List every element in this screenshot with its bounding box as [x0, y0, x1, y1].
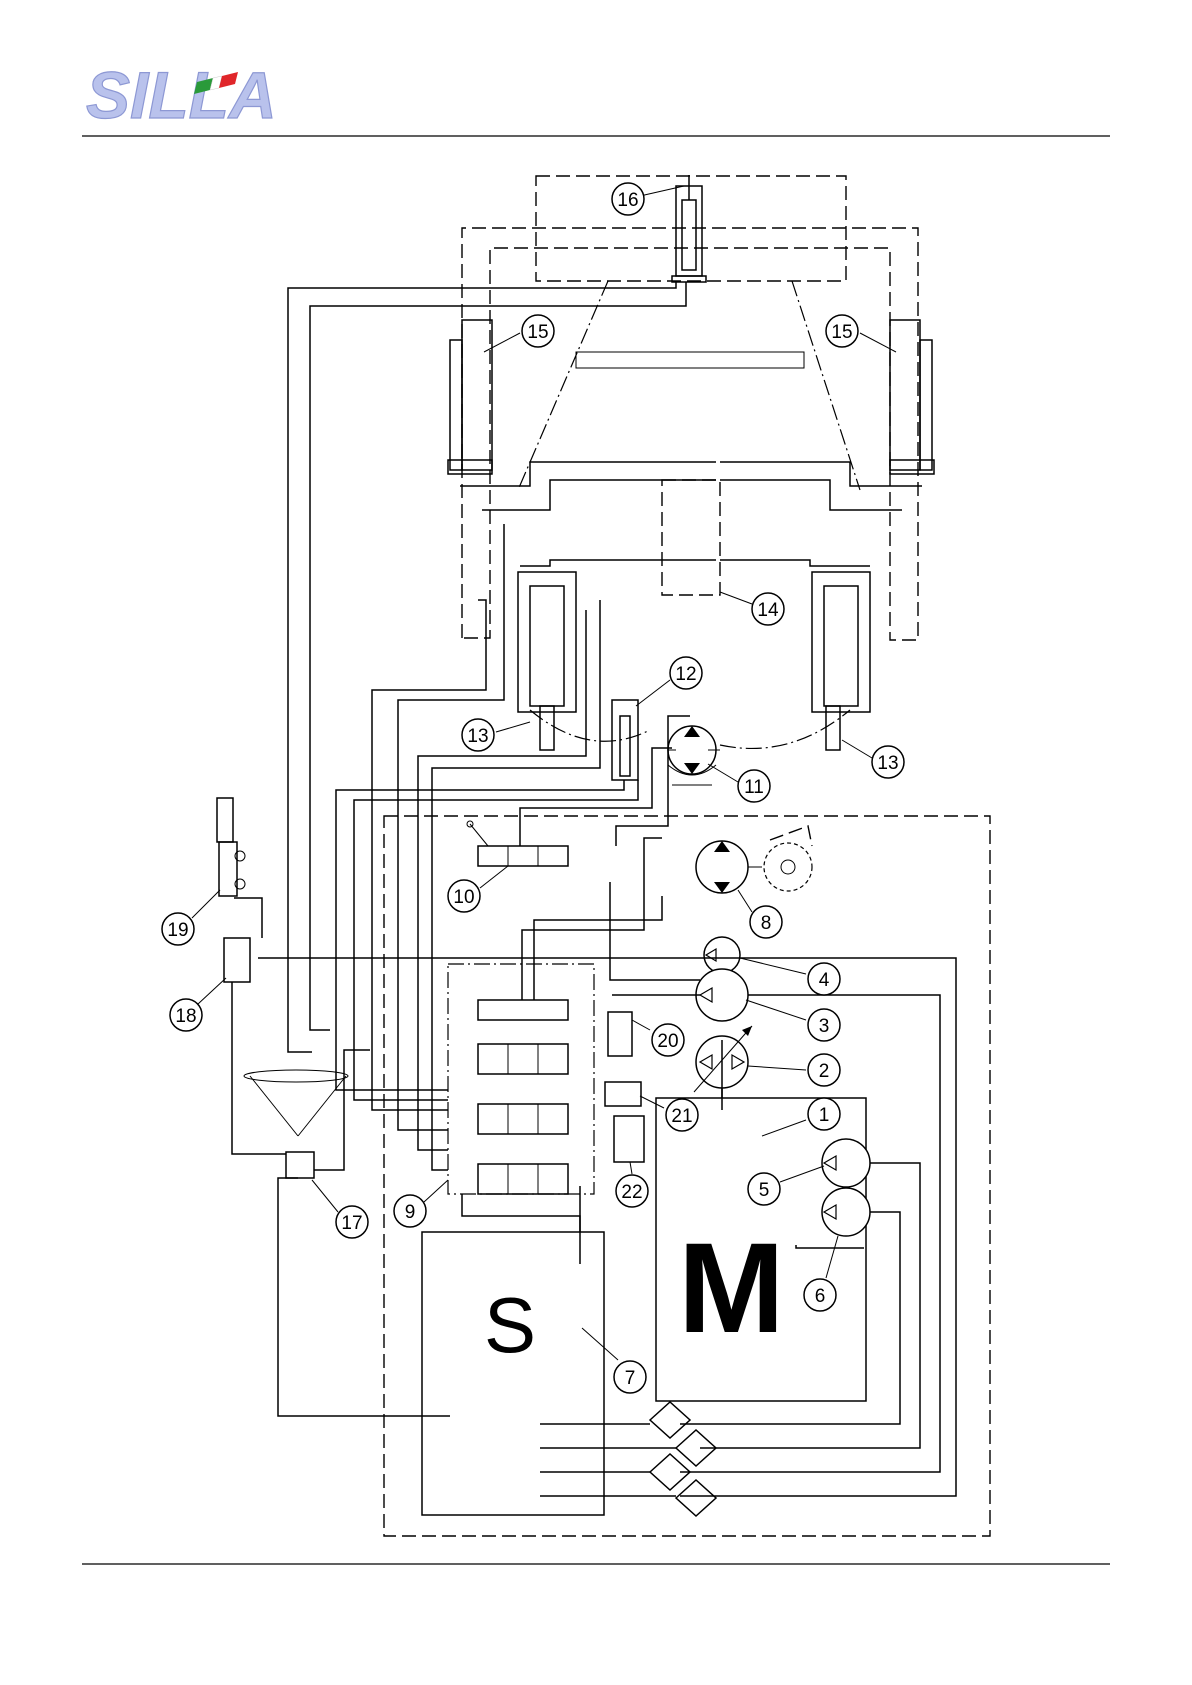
- svg-text:13: 13: [467, 726, 488, 747]
- valve-bank: [467, 821, 568, 1194]
- svg-text:21: 21: [671, 1106, 692, 1127]
- svg-text:15: 15: [831, 322, 852, 343]
- callout-3: 3: [746, 1000, 840, 1041]
- callout-9: 9: [394, 1180, 448, 1227]
- brand-logo: SILLA: [86, 58, 277, 132]
- svg-text:6: 6: [815, 1286, 826, 1307]
- svg-text:11: 11: [744, 777, 764, 798]
- svg-text:1: 1: [819, 1105, 830, 1126]
- callout-5: 5: [748, 1166, 824, 1205]
- svg-text:17: 17: [341, 1213, 362, 1234]
- callout-17: 17: [312, 1180, 368, 1238]
- callouts: 16 15 15 14 12 13 13: [162, 183, 904, 1393]
- svg-text:10: 10: [453, 887, 474, 908]
- callout-20: 20: [632, 1020, 684, 1056]
- svg-text:13: 13: [877, 753, 898, 774]
- svg-text:20: 20: [657, 1031, 678, 1052]
- svg-text:9: 9: [405, 1202, 416, 1223]
- svg-text:15: 15: [527, 322, 548, 343]
- callout-2: 2: [748, 1054, 840, 1086]
- callout-13-right: 13: [842, 740, 904, 778]
- callout-13-left: 13: [462, 719, 530, 751]
- callout-18: 18: [170, 978, 226, 1031]
- callout-1: 1: [762, 1098, 840, 1136]
- svg-text:22: 22: [621, 1182, 642, 1203]
- hydraulic-lines: [232, 282, 956, 1496]
- svg-text:8: 8: [761, 913, 772, 934]
- callout-16: 16: [612, 183, 684, 215]
- svg-text:5: 5: [759, 1180, 770, 1201]
- callout-14: 14: [720, 592, 784, 625]
- svg-text:7: 7: [625, 1368, 636, 1389]
- svg-text:14: 14: [757, 600, 779, 621]
- engine-label: M: [678, 1217, 785, 1360]
- svg-text:12: 12: [675, 664, 696, 685]
- callout-12: 12: [636, 657, 702, 706]
- filters: [650, 1402, 716, 1516]
- callout-11: 11: [708, 764, 770, 802]
- callout-21: 21: [640, 1096, 698, 1131]
- svg-text:16: 16: [617, 190, 638, 211]
- svg-text:4: 4: [819, 970, 830, 991]
- svg-text:3: 3: [819, 1016, 830, 1037]
- tank-label: S: [484, 1281, 536, 1369]
- callout-10: 10: [448, 866, 508, 912]
- svg-text:19: 19: [167, 920, 188, 941]
- svg-text:2: 2: [819, 1061, 830, 1082]
- callout-15-left: 15: [484, 315, 554, 352]
- callout-4: 4: [740, 958, 840, 995]
- logo-text: SILLA: [86, 58, 277, 132]
- svg-text:18: 18: [175, 1006, 196, 1027]
- callout-22: 22: [616, 1162, 648, 1207]
- callout-19: 19: [162, 890, 220, 945]
- callout-7: 7: [582, 1328, 646, 1393]
- callout-8: 8: [738, 890, 782, 938]
- callout-15-right: 15: [826, 315, 896, 352]
